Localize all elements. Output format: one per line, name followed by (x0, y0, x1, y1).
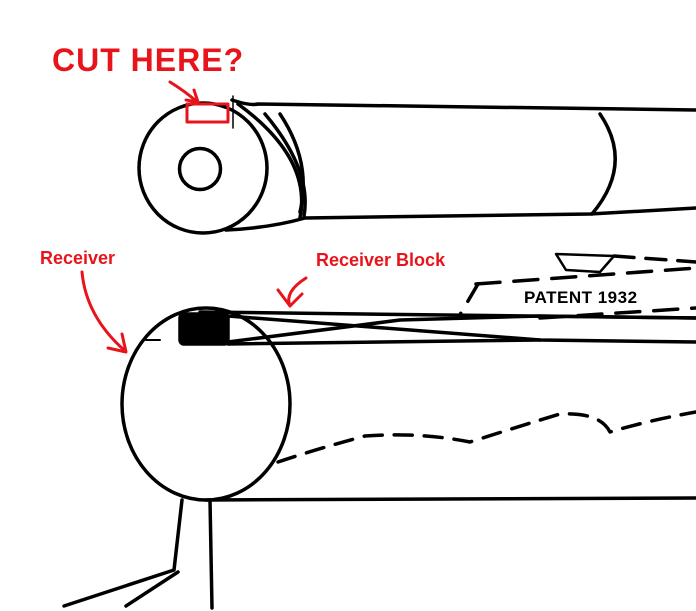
label-arrows (80, 270, 308, 354)
top-barrel-ring-left (278, 112, 306, 214)
block-line-lower (226, 338, 542, 346)
receiver-block-label: Receiver Block (316, 250, 446, 270)
grip-line-mid (124, 570, 180, 608)
top-barrel-shoulder-front (263, 112, 307, 218)
top-barrel-bottom-edge (224, 206, 696, 232)
sight-dashed-slope (456, 282, 480, 320)
cut-box (185, 102, 230, 124)
sight-dashed-top (612, 254, 696, 264)
sight-dashed-line-lower (538, 306, 696, 320)
top-barrel-bore (177, 146, 223, 192)
patent-label: PATENT 1932 (524, 288, 638, 307)
cut-marker (168, 80, 230, 124)
cut-here-label: CUT HERE? (52, 42, 245, 78)
stock-wavy-line (276, 410, 696, 464)
sight-dashed-line (474, 266, 696, 286)
receiver-assembly (62, 252, 696, 610)
block-line-cross (226, 314, 696, 344)
top-barrel (137, 95, 696, 235)
receiver-arrow-head (106, 332, 128, 354)
receiver-label: Receiver (40, 248, 116, 268)
cut-arrow-shaft (168, 80, 198, 103)
grip-line-outer (62, 498, 184, 608)
receiver-block-bar (178, 312, 230, 346)
top-barrel-top-edge (230, 98, 696, 112)
receiver-bottom-line (204, 496, 696, 502)
block-arrow-head (276, 288, 304, 308)
grip-line-inner (208, 498, 214, 610)
block-arrow-shaft (287, 276, 308, 308)
cut-arrow-head (184, 88, 200, 104)
rear-sight (554, 252, 616, 274)
receiver-arrow-shaft (80, 270, 126, 352)
top-barrel-ring-right (590, 112, 617, 216)
